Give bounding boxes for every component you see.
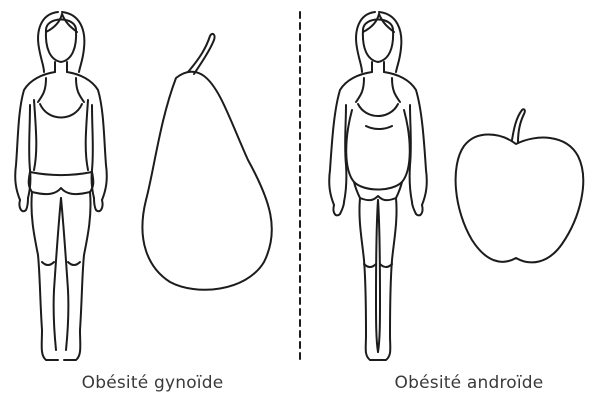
woman-apple-body-icon (329, 12, 427, 360)
apple-icon (456, 109, 584, 262)
caption-gynoid: Obésité gynoïde (20, 373, 285, 397)
woman-pear-body-icon (15, 12, 107, 360)
caption-android: Obésité androïde (325, 373, 613, 397)
pear-icon (142, 34, 271, 290)
